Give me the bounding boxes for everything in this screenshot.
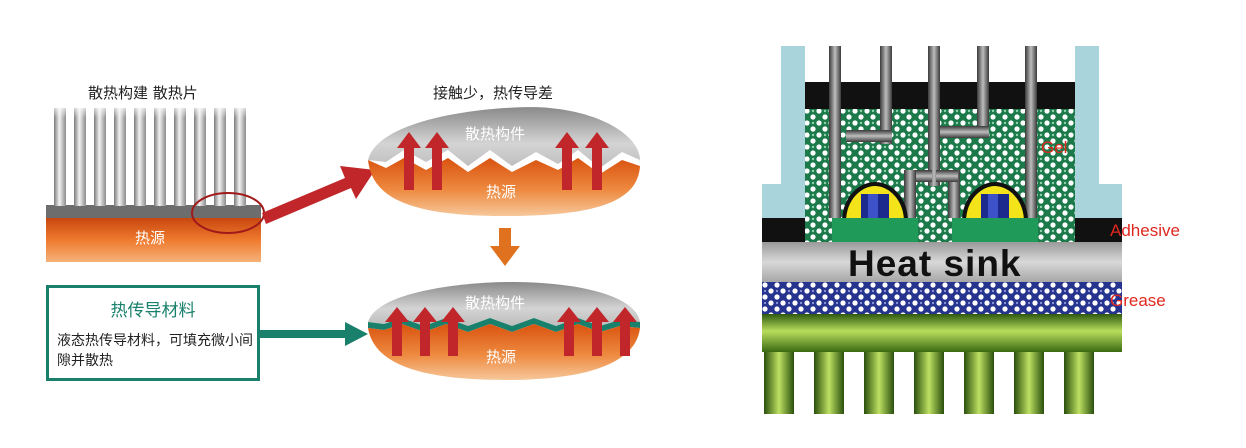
heat-sink-label: Heat sink (848, 243, 1022, 284)
callout-title: 热传导材料 (110, 301, 196, 321)
frame-left-post (781, 46, 805, 186)
heat-source-block (46, 218, 261, 262)
chip-cross-section (762, 46, 1122, 414)
top-oval (368, 107, 640, 216)
bottom-oval (368, 282, 640, 380)
bottom-oval-upper-label: 散热构件 (465, 294, 526, 312)
top-oval-upper-label: 散热构件 (465, 125, 526, 143)
callout-body: 液态热传导材料，可填充微小间隙并散热 (57, 333, 253, 369)
green-sink-bar (762, 314, 1122, 352)
top-oval-heat-arrows (397, 132, 609, 190)
frame-right-post (1075, 46, 1099, 186)
fin-heatsink (46, 104, 265, 262)
thermal-material-callout: 热传导材料 液态热传导材料，可填充微小间隙并散热 (46, 285, 260, 381)
fins (50, 104, 250, 206)
chip-left (842, 182, 908, 222)
chip-right (962, 182, 1028, 222)
top-oval-lower-label: 热源 (486, 183, 517, 201)
fin-base (46, 205, 261, 218)
down-arrow (490, 228, 520, 266)
bottom-oval-lower-label: 热源 (486, 348, 517, 366)
bottom-oval-heat-arrows (385, 307, 637, 356)
grease-label: Grease (1110, 291, 1166, 310)
heat-sink-bar (762, 242, 1122, 282)
callout-arrow (260, 322, 368, 346)
green-fins (764, 352, 1094, 414)
fin-title: 散热构建 散热片 (88, 84, 198, 102)
grease-layer (762, 282, 1122, 314)
poor-contact-title: 接触少，热传导差 (433, 84, 554, 102)
adhesive-pad-left (832, 218, 918, 242)
pins (829, 46, 1037, 222)
adhesive-label: Adhesive (1110, 221, 1180, 240)
adhesive-pad-right (952, 218, 1038, 242)
zoom-arrow (262, 166, 375, 224)
gel-label: Gel (1041, 138, 1068, 157)
heat-source-label: 热源 (135, 229, 166, 247)
